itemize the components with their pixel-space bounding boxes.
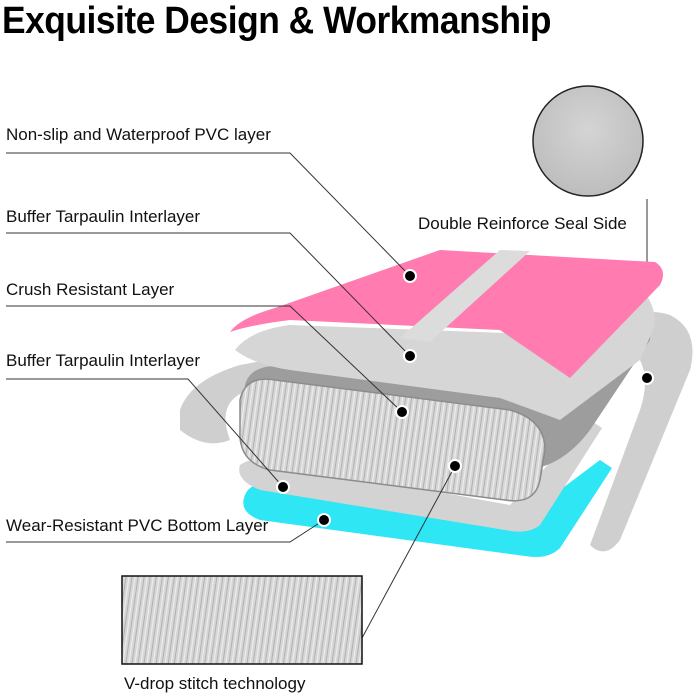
- leader-pvc-top: [6, 152, 411, 277]
- buffer-bottom-layer: [239, 420, 602, 532]
- seal-detail-circle: [532, 85, 644, 197]
- fiber-core: [239, 378, 546, 502]
- stitch-detail-box: [121, 575, 363, 665]
- label-seal-side: Double Reinforce Seal Side: [418, 214, 627, 233]
- marker-dots: [276, 269, 654, 527]
- buffer-top-layer: [235, 290, 655, 420]
- leader-stitch: [361, 465, 456, 639]
- leader-crush: [6, 305, 403, 413]
- label-buffer-top: Buffer Tarpaulin Interlayer: [6, 207, 201, 226]
- label-crush: Crush Resistant Layer: [6, 280, 175, 299]
- label-pvc-top: Non-slip and Waterproof PVC layer: [6, 125, 271, 144]
- pink-stripe: [400, 250, 530, 342]
- label-pvc-bottom: Wear-Resistant PVC Bottom Layer: [6, 516, 269, 535]
- seal-side-strip: [590, 312, 693, 552]
- label-buffer-bottom: Buffer Tarpaulin Interlayer: [6, 351, 201, 370]
- page-title: Exquisite Design & Workmanship: [2, 0, 551, 42]
- leader-buffer-top: [6, 232, 411, 357]
- label-stitch: V-drop stitch technology: [124, 674, 306, 693]
- leader-buffer-bottom: [6, 378, 284, 488]
- leader-pvc-bottom: [6, 519, 325, 543]
